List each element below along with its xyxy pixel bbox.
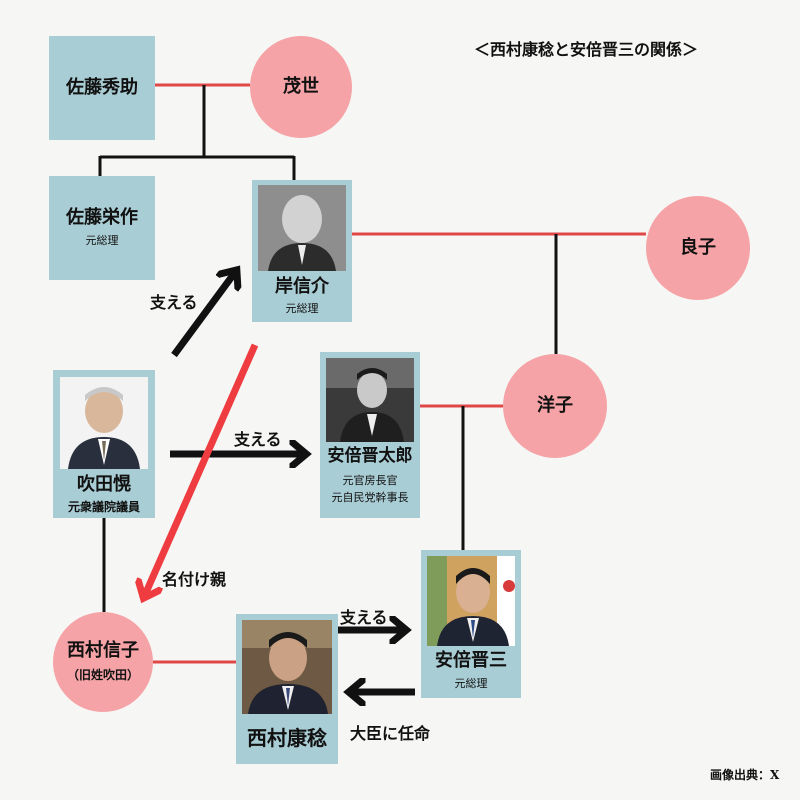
person-sato-eisaku: 佐藤栄作 元総理 — [49, 176, 155, 280]
person-name: 茂世 — [283, 76, 319, 98]
diagram-title: ＜西村康稔と安倍晋三の関係＞ — [474, 40, 699, 59]
person-role: 元自民党幹事長 — [331, 491, 409, 504]
person-name: 洋子 — [537, 395, 573, 417]
person-role: （旧姓吹田） — [66, 667, 139, 682]
label-support-shinzo: 支える — [340, 608, 388, 627]
portrait-photo-icon — [258, 185, 346, 271]
person-yoko: 洋子 — [503, 354, 607, 458]
person-name: 佐藤秀助 — [66, 77, 138, 99]
person-role: 元総理 — [454, 677, 488, 690]
arrow-godparent — [144, 343, 259, 597]
portrait-photo-icon — [427, 556, 515, 646]
person-name: 吹田愰 — [77, 474, 131, 495]
arrow-support-kishi — [171, 271, 236, 358]
person-abe-shintaro: 安倍晋太郎 元官房長官 元自民党幹事長 — [320, 352, 420, 518]
person-nishimura-yasutoshi: 西村康稔 — [236, 614, 338, 764]
portrait-photo-icon — [242, 620, 332, 714]
label-support-shintaro: 支える — [234, 430, 282, 449]
person-name: 良子 — [680, 237, 716, 259]
label-support-kishi: 支える — [150, 293, 198, 312]
person-fukida: 吹田愰 元衆議院議員 — [53, 370, 155, 518]
person-name: 安倍晋三 — [435, 650, 507, 671]
person-kishi: 岸信介 元総理 — [252, 180, 352, 322]
person-nishimura-nobuko: 西村信子 （旧姓吹田） — [53, 612, 153, 712]
person-yoshiko: 良子 — [646, 196, 750, 300]
person-role: 元総理 — [285, 302, 319, 315]
person-name: 岸信介 — [275, 276, 329, 297]
portrait-photo-icon — [326, 358, 414, 442]
label-appointed: 大臣に任命 — [350, 724, 431, 743]
person-role: 元官房長官 — [342, 474, 398, 487]
person-shige: 茂世 — [250, 36, 352, 138]
person-role: 元総理 — [85, 233, 119, 247]
portrait-photo-icon — [60, 377, 148, 469]
person-abe-shinzo: 安倍晋三 元総理 — [421, 550, 521, 698]
person-name: 安倍晋太郎 — [327, 446, 413, 466]
person-name: 佐藤栄作 — [66, 206, 138, 228]
label-godparent: 名付け親 — [162, 570, 227, 589]
person-sato-hidesuke: 佐藤秀助 — [49, 36, 155, 140]
person-name: 西村康稔 — [247, 726, 327, 750]
image-credit: 画像出典：X — [710, 768, 780, 782]
person-role: 元衆議院議員 — [67, 500, 140, 514]
person-name: 西村信子 — [67, 640, 139, 662]
